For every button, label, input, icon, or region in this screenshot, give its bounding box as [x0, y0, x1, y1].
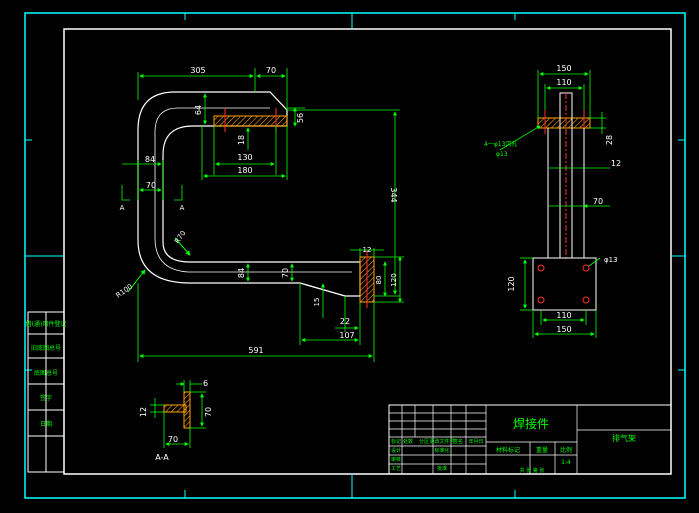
- title-row-label-2: 审核: [391, 456, 401, 463]
- dim-top-right: 70: [266, 66, 276, 75]
- dim-section-12: 12: [139, 407, 148, 417]
- dim-side-bottom-110: 110: [556, 311, 571, 320]
- dim-side-web-12: 12: [611, 159, 621, 168]
- note-holes-line2: φ13: [496, 151, 508, 158]
- top-weld-plate: [213, 115, 288, 127]
- dim-radius-inner: R70: [173, 229, 187, 245]
- title-part-name: 排气架: [612, 433, 636, 443]
- dim-height: 344: [389, 187, 398, 202]
- drawing-frame: [24, 12, 686, 499]
- dim-slot-outer: 180: [237, 166, 252, 175]
- side-view-dimensions: [499, 70, 610, 338]
- dim-end-height-80: 80: [375, 276, 383, 285]
- title-sheet-info: 共 张 第 张: [520, 467, 545, 474]
- title-standardization: 标准化: [434, 447, 449, 454]
- title-weight-label: 重量: [536, 446, 548, 454]
- side-label-4: 日期: [40, 420, 52, 428]
- title-material-label: 材料标记: [496, 446, 520, 454]
- side-base-plate: [532, 257, 597, 311]
- main-view-dimensions: [121, 68, 404, 362]
- main-view-dimension-text: 305 70 64 56 130 180 18 84 70 A A 344 84…: [120, 66, 398, 355]
- base-hole-bl: [537, 296, 545, 304]
- dim-side-top-150: 150: [556, 64, 571, 73]
- side-label-0: 借(通)用件登记: [26, 320, 67, 328]
- title-block: 焊接件 排气架 材料标记 重量 比例 1:4 共 张 第 张 处数 分区 更改文…: [388, 404, 672, 475]
- side-view: [532, 92, 597, 311]
- dim-end-height-120: 120: [390, 273, 398, 286]
- section-web: [183, 391, 191, 429]
- side-top-plate: [537, 117, 591, 129]
- dim-gusset-107: 107: [339, 331, 354, 340]
- dim-section-width: 70: [146, 181, 156, 190]
- side-view-dimension-text: 150 110 28 12 70 120 φ13 110 150 4一φ13沉孔…: [484, 64, 621, 334]
- base-hole-tl: [537, 264, 545, 272]
- dim-gusset-15: 15: [313, 298, 321, 307]
- dim-bottom-thickness: 84: [237, 268, 246, 278]
- title-approval: 批准: [437, 465, 447, 472]
- dim-side-plate-120: 120: [507, 276, 516, 291]
- side-label-1: 旧底图总号: [31, 344, 61, 352]
- dim-side-flange-70: 70: [593, 197, 603, 206]
- title-scale-value: 1:4: [561, 459, 571, 466]
- dim-top-total: 305: [190, 66, 205, 75]
- title-row-label-0: 标记: [391, 438, 401, 445]
- dim-end-plate: 12: [363, 246, 372, 254]
- section-view: 6 12 70 70 A-A: [139, 379, 213, 462]
- side-label-2: 底图总号: [34, 369, 58, 377]
- dim-section-70-vertical: 70: [204, 407, 213, 417]
- section-marker-left: A: [120, 204, 125, 212]
- side-label-3: 签字: [40, 394, 52, 402]
- dim-bottom-height: 70: [281, 268, 290, 278]
- dim-side-top-110: 110: [556, 78, 571, 87]
- section-marker-right: A: [180, 204, 185, 212]
- dim-total-length: 591: [248, 346, 263, 355]
- section-label: A-A: [155, 453, 169, 462]
- dim-radius-outer: R100: [115, 283, 135, 300]
- dim-section-70-horizontal: 70: [168, 435, 178, 444]
- title-col-label-1: 分区: [419, 438, 429, 445]
- title-row-label-3: 工艺: [391, 466, 401, 472]
- dim-slot-width: 130: [237, 153, 252, 162]
- dim-gusset-22: 22: [340, 317, 350, 326]
- base-hole-br: [582, 296, 590, 304]
- title-col-label-3: 签名: [453, 438, 463, 445]
- base-hole-tr: [582, 264, 590, 272]
- title-scale-label: 比例: [560, 446, 572, 454]
- title-col-label-2: 更改文件号: [429, 438, 454, 445]
- dim-step: 56: [296, 113, 305, 123]
- title-col-label-0: 处数: [403, 438, 413, 445]
- title-row-label-1: 设计: [391, 447, 401, 454]
- title-drawing-title: 焊接件: [513, 416, 549, 431]
- section-flange: [163, 404, 187, 413]
- main-view: R70 R100: [115, 91, 375, 308]
- note-holes-line1: 4一φ13沉孔: [484, 140, 517, 148]
- side-label-strip: 借(通)用件登记 旧底图总号 底图总号 签字 日期: [26, 311, 67, 473]
- dim-section-6: 6: [203, 379, 208, 388]
- dim-vertical-thickness: 64: [194, 105, 203, 115]
- dim-slot-depth: 18: [237, 135, 246, 145]
- title-col-label-4: 年月日: [468, 438, 483, 445]
- dim-side-hole: φ13: [604, 256, 618, 264]
- dim-left-offset: 84: [145, 155, 155, 164]
- dim-side-bottom-150: 150: [556, 325, 571, 334]
- dim-side-thk-28: 28: [605, 135, 614, 145]
